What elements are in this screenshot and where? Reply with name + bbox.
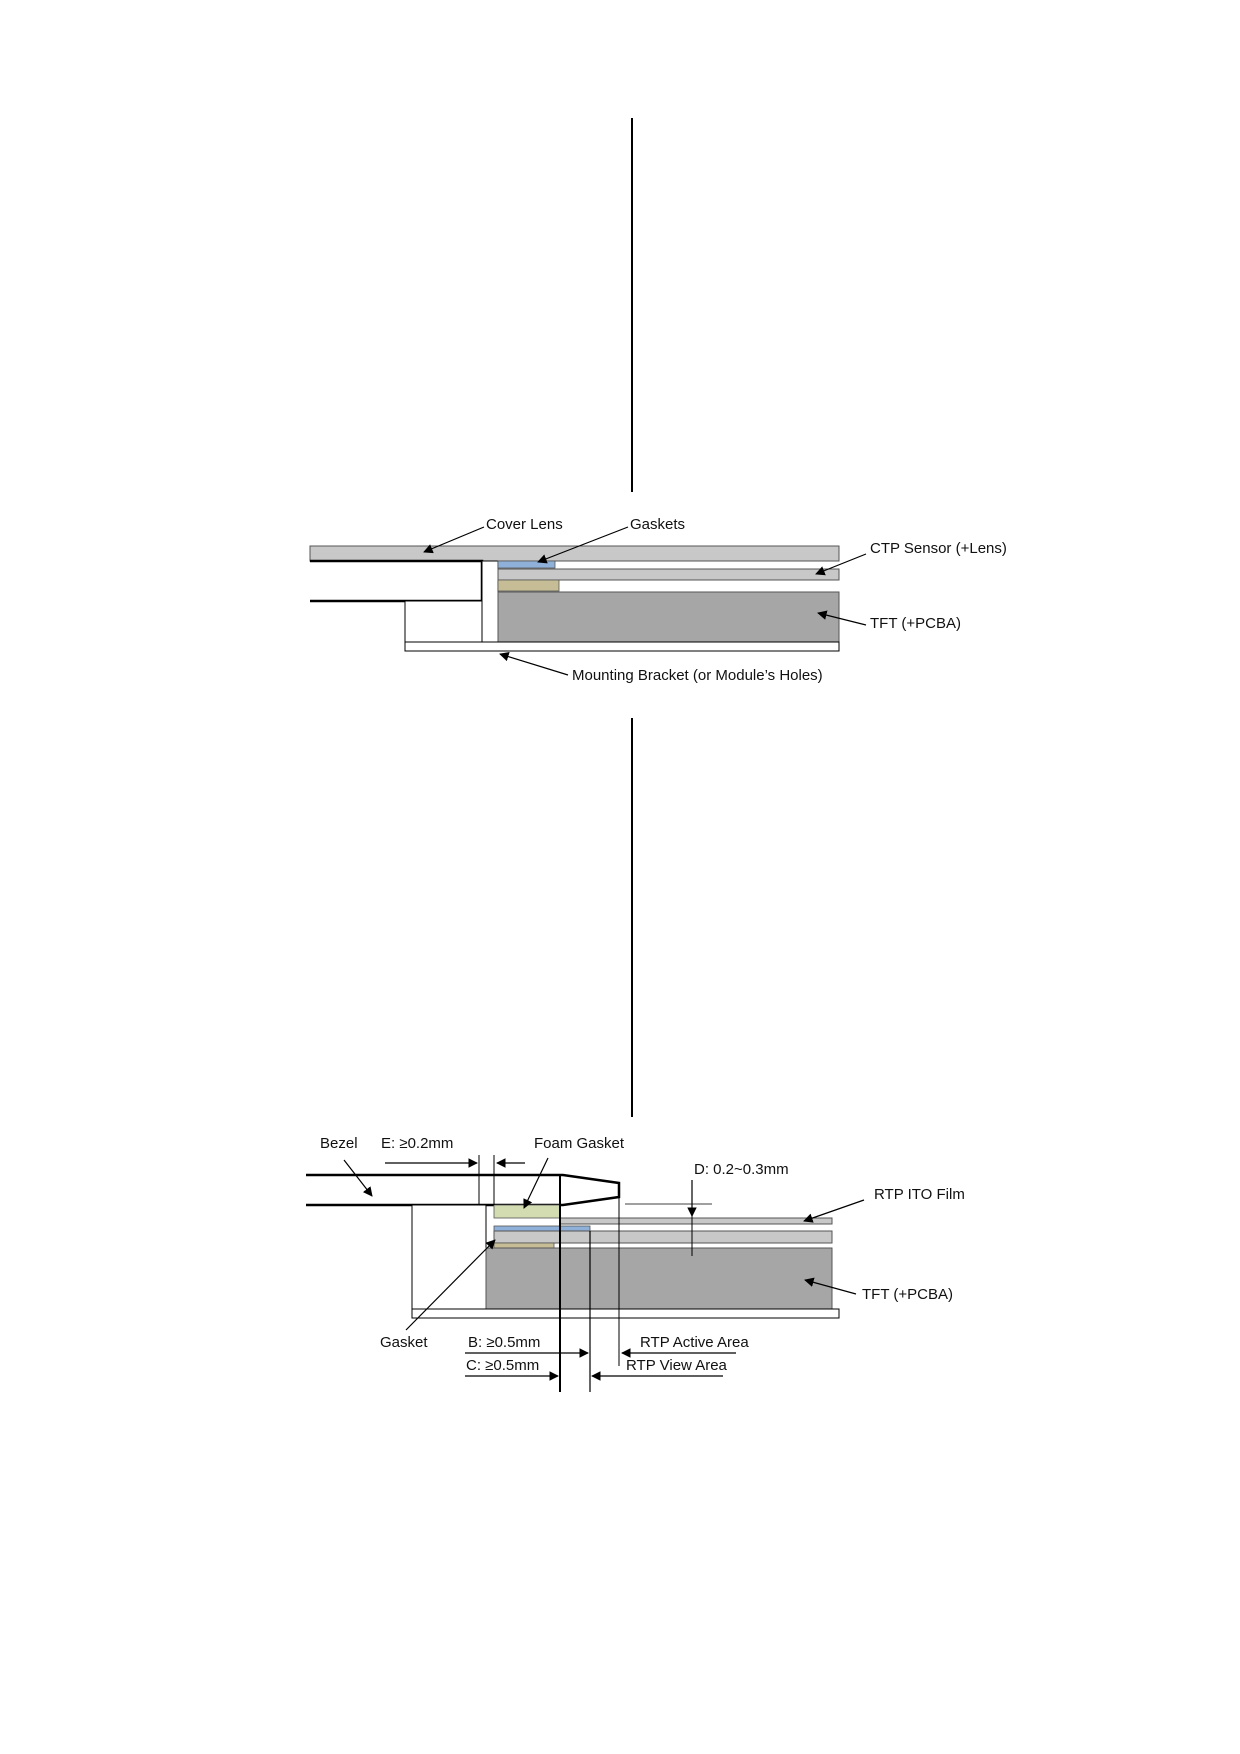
label-tft: TFT (+PCBA) <box>862 1286 953 1303</box>
label-dim-c: C: ≥0.5mm <box>466 1357 539 1374</box>
rtp-ito-film-layer <box>559 1217 833 1225</box>
arrow-ctp-sensor <box>815 553 867 576</box>
label-rtp-view-area: RTP View Area <box>626 1357 728 1374</box>
tft-layer <box>485 1247 833 1310</box>
arrow-foam-gasket <box>523 1157 549 1209</box>
label-tft: TFT (+PCBA) <box>870 615 961 632</box>
arrow-tft <box>804 1277 857 1295</box>
arrow-cover-lens <box>423 526 485 554</box>
gasket-blue <box>497 560 556 569</box>
gasket-tan <box>497 579 560 592</box>
arrow-mounting-bracket <box>499 651 569 676</box>
label-gasket: Gasket <box>380 1334 428 1351</box>
gasket-tan <box>493 1242 555 1249</box>
rtp-stack-diagram: Bezel E: ≥0.2mm Foam Gasket D: 0.2~0.3mm… <box>306 1135 965 1392</box>
mounting-bracket <box>411 1308 840 1319</box>
bracket-wall <box>404 600 483 643</box>
label-rtp-active-area: RTP Active Area <box>640 1334 749 1351</box>
arrow-gaskets <box>537 526 629 564</box>
label-mounting-bracket: Mounting Bracket (or Module’s Holes) <box>572 667 823 684</box>
label-bezel: Bezel <box>320 1135 358 1152</box>
cover-lens-layer <box>309 545 840 562</box>
label-rtp-ito-film: RTP ITO Film <box>874 1186 965 1203</box>
ctp-sensor-layer <box>497 568 840 581</box>
label-dim-d: D: 0.2~0.3mm <box>694 1161 789 1178</box>
label-dim-b: B: ≥0.5mm <box>468 1334 540 1351</box>
gasket-blue <box>493 1225 591 1232</box>
ctp-stack-diagram: Cover Lens Gaskets CTP Sensor (+Lens) TF… <box>309 516 1007 684</box>
bracket-wall <box>411 1204 487 1310</box>
rtp-glass-layer <box>493 1230 833 1244</box>
foam-gasket <box>493 1204 561 1219</box>
bezel-outline <box>306 1173 621 1207</box>
arrow-bezel <box>343 1159 373 1197</box>
arrow-tft <box>817 610 867 626</box>
label-ctp-sensor: CTP Sensor (+Lens) <box>870 540 1007 557</box>
support-post <box>481 560 499 643</box>
label-foam-gasket: Foam Gasket <box>534 1135 625 1152</box>
mounting-bracket <box>404 641 840 652</box>
arrow-rtp-ito-film <box>803 1199 865 1223</box>
label-gaskets: Gaskets <box>630 516 685 533</box>
label-dim-e: E: ≥0.2mm <box>381 1135 453 1152</box>
arrow-gasket <box>405 1239 496 1331</box>
label-cover-lens: Cover Lens <box>486 516 563 533</box>
tft-layer <box>497 591 840 643</box>
housing-outline <box>310 559 484 603</box>
